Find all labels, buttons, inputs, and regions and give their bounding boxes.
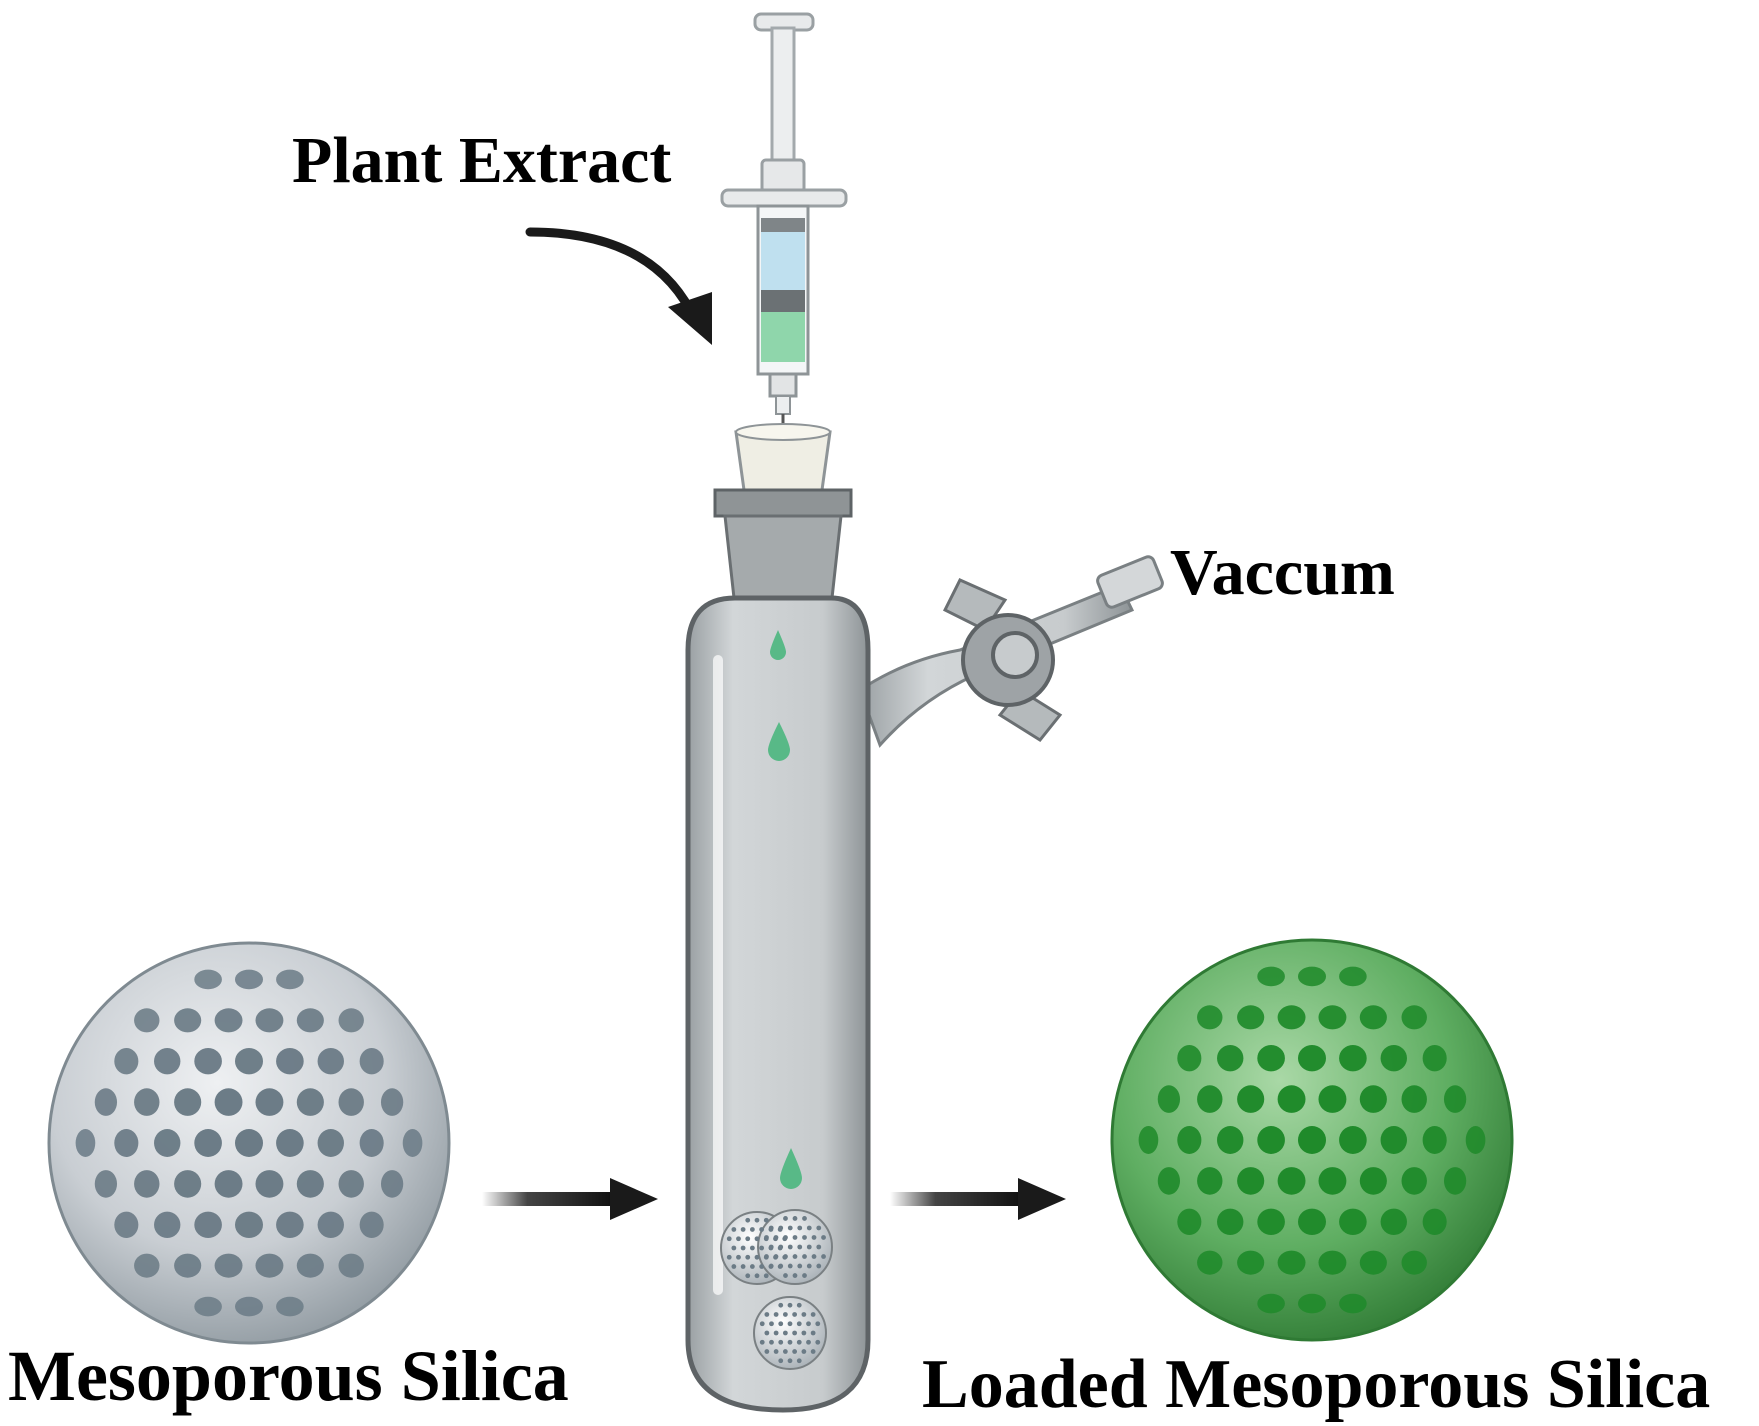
sphere-icon	[47, 941, 451, 1345]
plant-extract-label: Plant Extract	[292, 124, 672, 197]
loaded-sphere-icon	[1110, 938, 1514, 1342]
plant-extract-arrow-icon	[525, 227, 712, 345]
stopper-icon	[734, 423, 832, 492]
stopcock-icon	[858, 555, 1164, 748]
arrow-icon	[482, 1178, 1066, 1220]
loaded-mesoporous-silica-label: Loaded Mesoporous Silica	[922, 1346, 1711, 1423]
syringe-icon	[720, 12, 848, 470]
droplet-icon	[768, 630, 802, 1189]
mesoporous-silica-label: Mesoporous Silica	[8, 1336, 569, 1416]
flask-joint	[713, 488, 853, 600]
vacuum-label: Vaccum	[1170, 536, 1395, 609]
mini-sphere-icon	[720, 1209, 833, 1370]
flask-icon	[685, 595, 871, 1413]
